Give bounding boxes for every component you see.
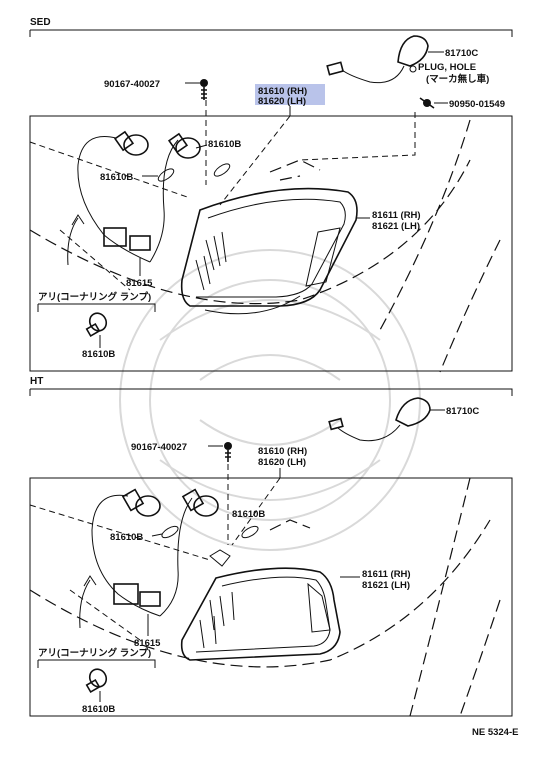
sed-section: SED 90167-40027 81610 (RH) 81620 (LH) 81… [29,17,513,373]
ht-bulb-a-label: 81610B [232,509,265,520]
ht-housing-rh-label: 81611 (RH) [362,569,411,580]
sed-bulb-a-label: 81610B [208,139,241,150]
sed-lens-lh-label: 81620 (LH) [258,96,306,107]
ht-bottom-bulb-label: 81610B [82,704,115,715]
sed-clip-icon [200,79,208,100]
ht-frame [29,477,513,717]
ht-bulb-b-label: 81610B [110,532,143,543]
sed-screw-icon [419,97,435,109]
ht-socket-label: 81615 [134,638,161,649]
sed-screw-label: 90950-01549 [449,99,505,110]
section-title-ht: HT [30,376,43,387]
ht-lens-lh-label: 81620 (LH) [258,457,306,468]
ht-bulbs-icon [91,488,259,617]
ht-marker-label: 81710C [446,406,479,417]
sed-marker-label: 81710C [445,48,478,59]
footer-code: NE 5324-E [472,727,518,738]
section-title-sed: SED [30,17,51,28]
sed-lens-rh-label: 81610 (RH) [258,86,307,97]
ht-section: HT 81710C 90167-40027 81610 (RH) 81620 (… [29,376,513,717]
ht-housing-lh-label: 81621 (LH) [362,580,410,591]
ht-bottom-bulb-icon [85,668,108,694]
sed-frame [29,115,513,372]
sed-housing-rh-label: 81611 (RH) [372,210,421,221]
ht-cornering-note: アリ(コーナリング ランプ) [38,647,151,659]
sed-housing-lh-label: 81621 (LH) [372,221,420,232]
ht-marker-icon [328,397,431,442]
sed-bulb-b-label: 81610B [100,172,133,183]
sed-plug-hole-label: PLUG, HOLE [418,62,476,73]
sed-bulbs-icon [77,130,231,263]
sed-bottom-bulb-icon [85,312,108,338]
sed-plug-note-label: (マーカ無し車) [426,73,489,85]
sed-bottom-bulb-label: 81610B [82,349,115,360]
sed-clip-label: 90167-40027 [104,79,160,90]
watermark-emblem [119,249,421,551]
ht-lens-rh-label: 81610 (RH) [258,446,307,457]
sed-bracket [29,29,513,37]
sed-socket-label: 81615 [126,278,153,289]
sed-cornering-note: アリ(コーナリング ランプ) [38,291,151,303]
ht-bracket [29,388,513,396]
ht-lamp-icon [180,549,341,661]
ht-clip-label: 90167-40027 [131,442,187,453]
ht-clip-icon [224,442,232,462]
sed-marker-icon [326,35,429,84]
sed-lamp-icon [180,187,358,315]
sed-highlight [255,84,325,105]
